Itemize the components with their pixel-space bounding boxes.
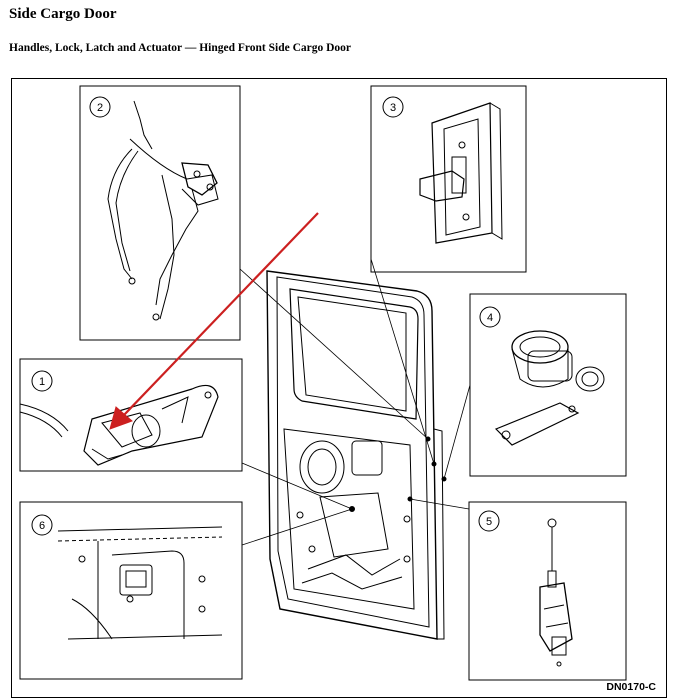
callout-number-5: 5 (486, 516, 492, 528)
callout-box-3: 3 (370, 85, 527, 273)
figure-id: DN0170-C (606, 681, 656, 693)
exploded-diagram: 2 3 (11, 78, 667, 698)
red-arrow (109, 212, 319, 430)
callout-box-1: 1 (19, 358, 243, 472)
cargo-door-illustration (266, 270, 447, 640)
callout-number-6: 6 (39, 520, 45, 532)
callout-box-5: 5 (468, 501, 627, 681)
page-subtitle: Handles, Lock, Latch and Actuator — Hing… (9, 42, 352, 54)
page-title: Side Cargo Door (9, 6, 117, 22)
callout-number-4: 4 (487, 312, 493, 324)
callout-box-2: 2 (79, 85, 241, 341)
callout-box-6: 6 (19, 501, 243, 680)
callout-number-1: 1 (39, 376, 45, 388)
callout-number-2: 2 (97, 102, 103, 114)
callout-box-4: 4 (469, 293, 627, 477)
leader-lines (239, 258, 471, 546)
callout-number-3: 3 (390, 102, 396, 114)
